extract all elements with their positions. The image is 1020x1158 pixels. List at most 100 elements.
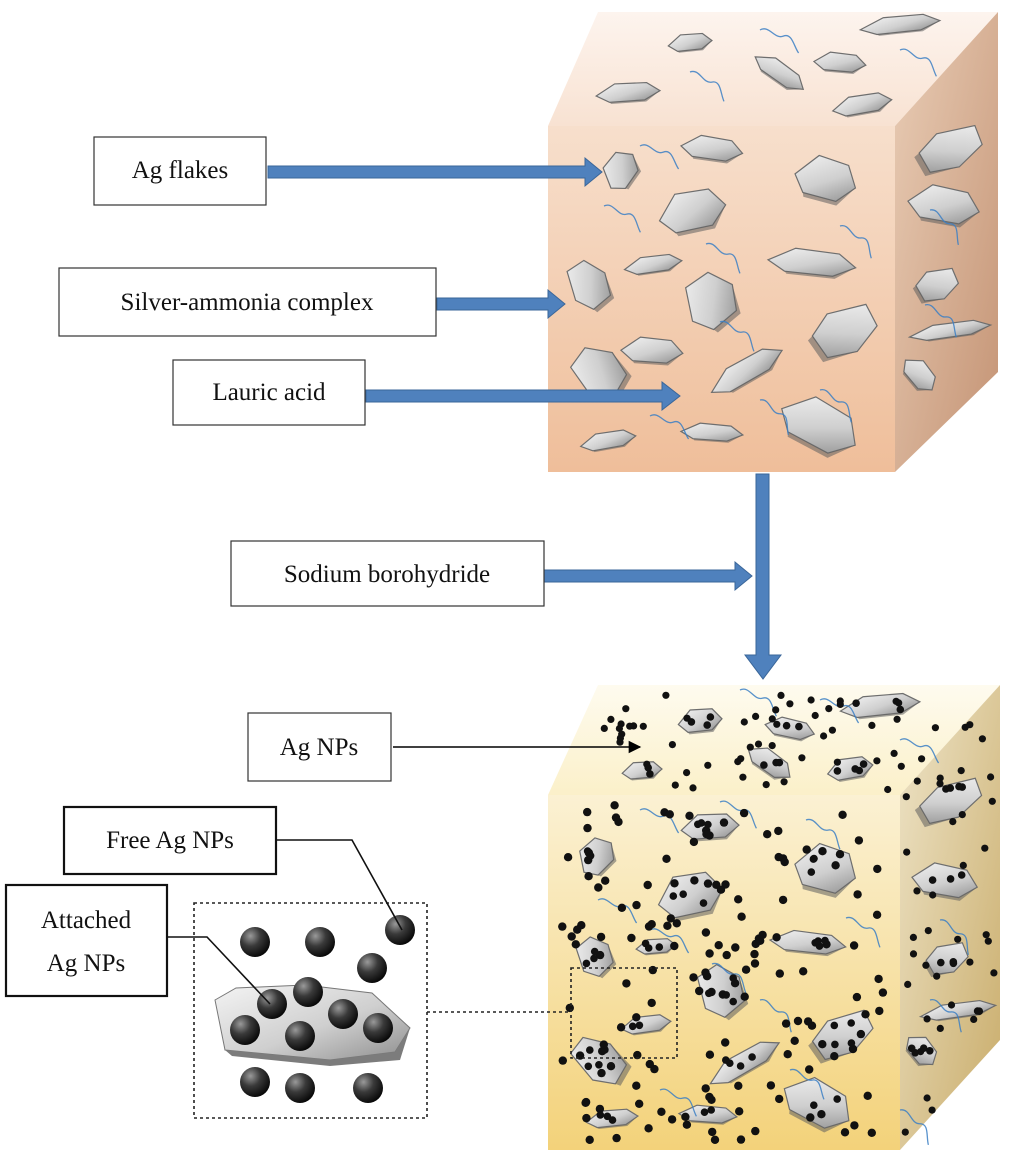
side-ag-nanoparticle	[981, 844, 989, 852]
attached-ag-np-sphere	[257, 989, 287, 1019]
ag-flake	[858, 13, 942, 36]
free-ag-nanoparticle	[670, 879, 679, 888]
free-ag-nanoparticle	[705, 1050, 715, 1059]
attached-ag-nanoparticle	[704, 820, 712, 829]
free-ag-nanoparticle	[657, 1107, 666, 1117]
attached-ag-nanoparticle	[852, 699, 860, 707]
free-ag-nanoparticle	[612, 1133, 621, 1143]
top-ag-nanoparticle	[616, 734, 625, 742]
attached-ag-nanoparticle	[679, 890, 687, 898]
side-ag-nanoparticle	[988, 797, 996, 805]
free-ag-nanoparticle	[705, 949, 714, 958]
attached-ag-nanoparticle	[582, 959, 591, 968]
ag-flake	[619, 336, 684, 366]
attached-ag-nanoparticle	[831, 1040, 839, 1049]
free-ag-nanoparticle	[721, 1038, 730, 1047]
attached-ag-np-sphere	[230, 1015, 260, 1045]
ag-flake	[794, 154, 857, 206]
side-ag-nanoparticle	[901, 1128, 909, 1136]
free-ag-nanoparticle	[852, 992, 862, 1002]
free-ag-nanoparticle	[861, 1010, 870, 1019]
free-ag-nanoparticle	[774, 852, 783, 862]
side-ag-nanoparticle	[970, 1015, 978, 1024]
lauric-acid-chain	[759, 28, 800, 54]
reagent-arrows	[267, 156, 782, 680]
free-ag-nanoparticle	[643, 880, 652, 890]
top-ag-nanoparticle	[754, 740, 763, 748]
side-ag-nanoparticle	[947, 1001, 956, 1009]
attached-ag-nanoparticle	[949, 958, 958, 966]
free-ag-nanoparticle	[802, 845, 811, 854]
ag-flake	[766, 247, 857, 279]
attached-ag-nanoparticle	[907, 1044, 916, 1053]
side-ag-nanoparticle	[913, 777, 921, 785]
ag-flake	[923, 942, 969, 978]
side-ag-nanoparticle	[924, 927, 932, 935]
free-ag-nanoparticle	[667, 1115, 677, 1124]
free-ag-nanoparticle	[633, 1050, 642, 1060]
free-ag-np-sphere	[240, 927, 270, 957]
free-ag-nanoparticle	[818, 847, 827, 856]
free-ag-nanoparticle	[689, 973, 698, 982]
free-ag-nanoparticle	[778, 895, 788, 905]
attached-ag-nanoparticle	[596, 1111, 605, 1119]
lauric-acid-chain	[759, 399, 790, 436]
free-ag-nanoparticle	[750, 949, 759, 959]
free-ag-np-sphere	[385, 915, 415, 945]
attached-ag-nanoparticle	[635, 1021, 644, 1030]
ag-flake	[602, 151, 642, 190]
cube1-ag-flakes	[566, 13, 993, 458]
free-ag-nanoparticle	[790, 1036, 799, 1046]
top-ag-nanoparticle	[918, 755, 926, 763]
free-ag-nanoparticle	[597, 1068, 606, 1078]
free-ag-nanoparticle	[645, 1059, 654, 1069]
attached-ag-nanoparticle	[851, 765, 859, 773]
free-ag-nanoparticle	[781, 1019, 791, 1028]
top-ag-nanoparticle	[600, 724, 608, 733]
ag-nps-label-box: Ag NPs	[247, 712, 392, 782]
ag-flake	[812, 51, 867, 75]
attached-ag-nanoparticle	[608, 1116, 617, 1124]
free-ag-nanoparticle	[803, 1017, 813, 1026]
attached-ag-nanoparticle	[722, 1056, 730, 1064]
attached-ag-nanoparticle	[795, 722, 803, 731]
ag-flake	[907, 319, 993, 342]
free-ag-nanoparticle	[702, 829, 711, 839]
top-ag-nanoparticle	[734, 758, 742, 766]
side-ag-nanoparticle	[987, 773, 995, 781]
attached-ag-nanoparticle	[655, 943, 664, 951]
attached-ag-nanoparticle	[584, 1062, 593, 1071]
free-ag-nanoparticle	[610, 801, 619, 810]
free-ag-nanoparticle	[611, 813, 621, 822]
side-ag-nanoparticle	[984, 937, 992, 945]
precursor-cube	[548, 12, 998, 472]
free-ag-nanoparticle	[734, 895, 743, 904]
free-ag-nanoparticle	[701, 928, 711, 937]
top-ag-nanoparticle	[740, 718, 748, 726]
free-ag-nanoparticle	[665, 810, 674, 819]
ag-flake	[902, 359, 936, 391]
lauric-acid-chain	[689, 70, 725, 102]
zoom-inset	[167, 839, 571, 1119]
top-ag-nanoparticle	[825, 705, 833, 713]
attached-ag-nanoparticle	[833, 1095, 841, 1103]
lauric-acid-chain	[899, 48, 938, 77]
top-ag-nanoparticle	[893, 715, 901, 723]
attached-ag-np-sphere	[328, 999, 358, 1029]
ag-flake	[710, 348, 784, 394]
lauric-acid-arrow	[365, 380, 681, 412]
free-ag-nanoparticle	[599, 1040, 608, 1049]
attached-ag-nanoparticle	[814, 937, 822, 945]
lauric-acid-chain	[719, 320, 755, 352]
ag-flake	[754, 56, 805, 91]
product-cube	[548, 685, 1000, 1150]
free-ag-nps-label-box: Free Ag NPs	[62, 805, 278, 876]
free-ag-nanoparticle	[635, 1099, 644, 1109]
side-ag-nanoparticle	[936, 1024, 944, 1032]
free-ag-nanoparticle	[648, 965, 657, 975]
free-ag-nanoparticle	[763, 830, 772, 839]
top-ag-nanoparticle	[739, 773, 747, 781]
top-ag-nanoparticle	[895, 699, 903, 707]
free-ag-nanoparticle	[719, 818, 729, 827]
